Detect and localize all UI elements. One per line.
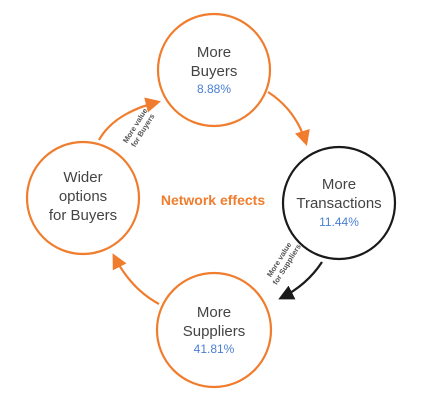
node-more-buyers: More Buyers 8.88% <box>156 12 272 128</box>
node-transactions-circle <box>281 145 397 261</box>
node-buyers-percent: 8.88% <box>197 82 231 96</box>
center-label: Network effects <box>161 192 265 208</box>
node-more-suppliers: More Suppliers 41.81% <box>155 271 273 389</box>
node-suppliers-percent: 41.81% <box>194 342 235 356</box>
node-wider-options: Wider options for Buyers <box>25 140 141 256</box>
node-buyers-line2: Buyers <box>191 63 238 80</box>
edge-label-value-suppliers: More value for Suppliers <box>265 241 303 287</box>
arrow-transactions-to-suppliers <box>278 261 323 300</box>
node-more-transactions: More Transactions 11.44% <box>281 145 397 261</box>
arrow-buyers-to-transactions <box>267 91 310 146</box>
node-options-line3: for Buyers <box>49 207 117 224</box>
node-transactions-line2: Transactions <box>296 195 381 212</box>
node-suppliers-line2: Suppliers <box>183 323 246 340</box>
node-options-line2: options <box>59 188 107 205</box>
node-buyers-line1: More <box>197 44 231 61</box>
node-transactions-line1: More <box>322 176 356 193</box>
node-buyers-circle <box>156 12 272 128</box>
arrow-suppliers-to-options <box>112 253 160 305</box>
node-transactions-percent: 11.44% <box>319 215 359 229</box>
arrow-options-to-buyers <box>98 97 161 141</box>
node-options-line1: Wider <box>63 169 102 186</box>
node-options-circle <box>25 140 141 256</box>
node-suppliers-circle <box>155 271 273 389</box>
node-suppliers-line1: More <box>197 304 231 321</box>
